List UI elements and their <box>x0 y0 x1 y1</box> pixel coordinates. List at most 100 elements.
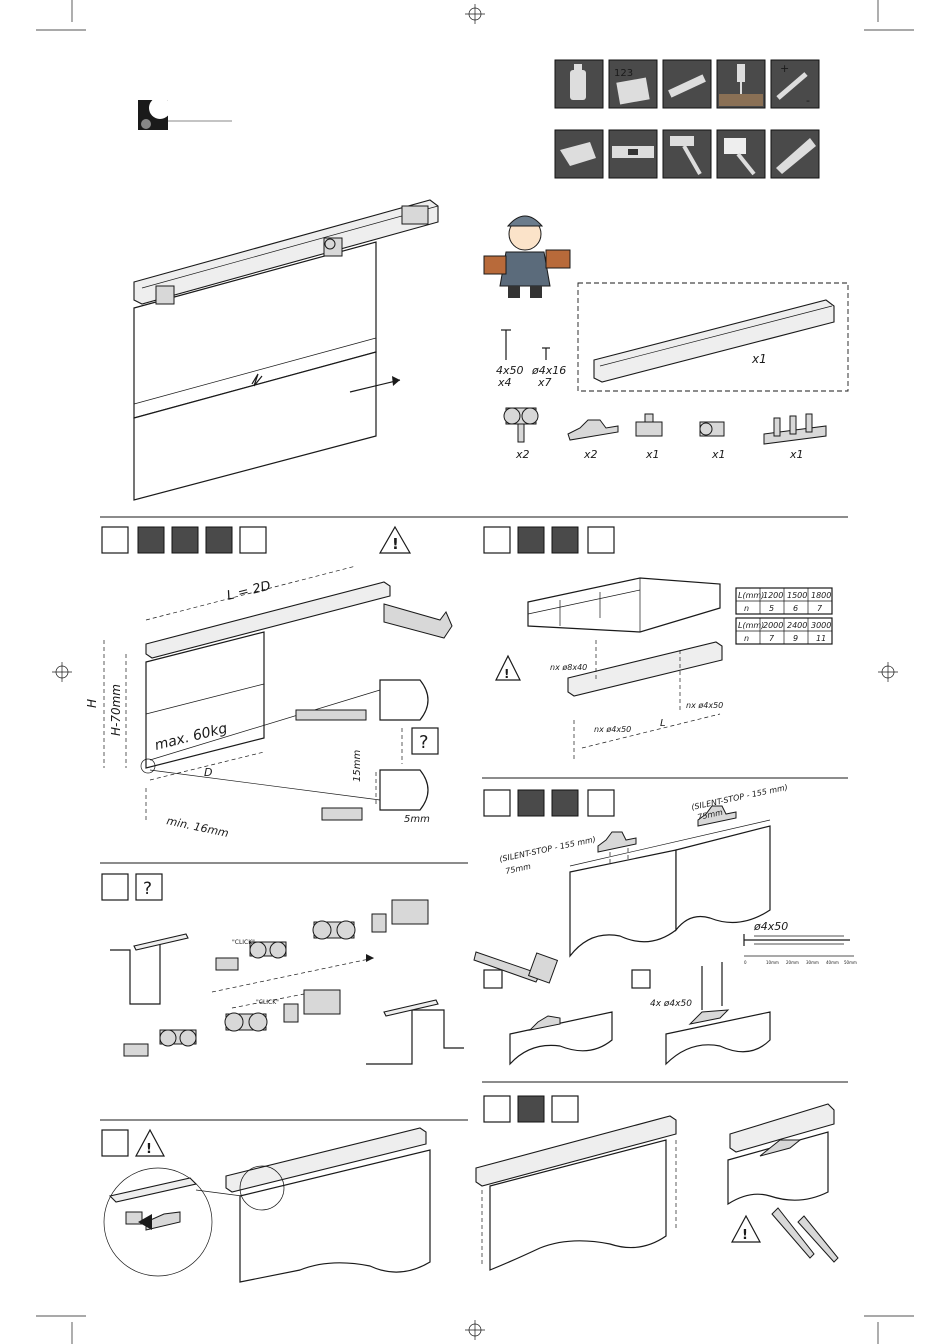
drill-icon <box>554 129 604 179</box>
wrench-icon <box>771 1207 839 1263</box>
length-table-2 <box>735 617 833 645</box>
svg-text:7: 7 <box>817 604 823 613</box>
click-label-2: "CLICK" <box>256 999 279 1006</box>
question-mark-step4: ? <box>143 879 152 899</box>
svg-text:11: 11 <box>816 634 826 643</box>
svg-text:1800: 1800 <box>811 591 831 600</box>
svg-text:30mm: 30mm <box>806 960 819 965</box>
svg-text:40mm: 40mm <box>826 960 839 965</box>
warning-icon <box>730 1214 762 1243</box>
svg-text:5: 5 <box>769 604 774 613</box>
part-qty-2: x2 <box>583 448 598 461</box>
svg-text:1500: 1500 <box>787 591 807 600</box>
screw-short-qty: x7 <box>537 376 552 389</box>
height-label: H <box>85 699 99 708</box>
guide-icon <box>699 421 725 437</box>
screw-scale-detail <box>743 934 854 957</box>
tool-icons: 123 +- <box>554 59 820 179</box>
step6-diagram <box>475 1103 839 1271</box>
brand-logo <box>138 97 232 130</box>
kit-rail-box <box>577 282 849 392</box>
saw-illustration <box>383 603 453 639</box>
step1-diagram <box>103 565 453 821</box>
mallet-icon <box>716 129 766 179</box>
mount-length-label: L <box>660 718 666 729</box>
svg-text:2400: 2400 <box>787 621 807 630</box>
stopper-icon <box>635 413 663 437</box>
screw-short-size: ø4x16 <box>531 364 566 377</box>
part-qty-4: x1 <box>711 448 726 461</box>
warning-symbol-step6: ! <box>742 1228 748 1243</box>
warning-icon <box>378 525 412 554</box>
part-qty-1: x2 <box>515 448 530 461</box>
saw-icon <box>770 129 820 179</box>
rail-height-label: H-70mm <box>109 684 123 736</box>
width-label: D <box>204 766 212 779</box>
gap-5-label: 5mm <box>404 814 430 825</box>
svg-text:1200: 1200 <box>763 591 783 600</box>
length-label: L = 2D <box>225 579 272 604</box>
bracket-icon <box>567 419 619 441</box>
roller-carriage-icon <box>503 407 539 443</box>
step2-header <box>483 526 615 554</box>
anchor-label: nx ø8x40 <box>550 663 587 672</box>
ruler-ticks: 0 10mm 20mm 30mm 40mm 50mm <box>744 960 857 965</box>
svg-text:2000: 2000 <box>763 621 783 630</box>
silent-stop-left: (SILENT-STOP - 155 mm) <box>499 835 597 864</box>
svg-text:50mm: 50mm <box>844 960 857 965</box>
svg-text:L(mm): L(mm) <box>738 591 764 600</box>
step4-diagram <box>110 899 464 1065</box>
rail-quantity: x1 <box>751 352 767 366</box>
screw-long-qty: x4 <box>497 376 512 389</box>
screwdriver-icon <box>716 59 766 109</box>
spirit-level-icon <box>662 59 712 109</box>
svg-text:9: 9 <box>793 634 798 643</box>
length-table-1 <box>735 587 833 615</box>
svg-text:n: n <box>744 604 749 613</box>
step6-header <box>483 1095 579 1123</box>
hammer-illustration <box>473 951 559 984</box>
svg-text:10mm: 10mm <box>766 960 779 965</box>
screw-count-label: 4x ø4x50 <box>650 999 692 1009</box>
offset-left: 75mm <box>505 862 532 876</box>
comb-guide-icon <box>763 413 827 445</box>
svg-text:0: 0 <box>744 960 747 965</box>
svg-text:6: 6 <box>793 604 798 613</box>
svg-text:-: - <box>806 94 810 107</box>
step3-header <box>483 789 615 817</box>
warning-icon <box>495 654 521 681</box>
level-bar-icon <box>608 129 658 179</box>
svg-text:L(mm): L(mm) <box>738 621 764 630</box>
part-qty-3: x1 <box>645 448 660 461</box>
warning-symbol-step2: ! <box>504 667 509 681</box>
screw-label-bottom: nx ø4x50 <box>594 725 631 734</box>
calculator-icon: 123 <box>608 59 658 109</box>
step4-header <box>101 873 163 901</box>
wrench-adjust-icon: +- <box>770 59 820 109</box>
registration-mark-icon <box>52 4 898 1340</box>
hero-door-illustration <box>133 199 439 501</box>
kit-parts <box>503 407 827 445</box>
glue-tube-icon <box>554 59 604 109</box>
click-label-1: "CLICK" <box>232 939 255 946</box>
table-1-text: L(mm) 1200 1500 1800 n 5 6 7 <box>738 591 831 613</box>
svg-text:123: 123 <box>614 68 633 79</box>
min-gap-label: min. 16mm <box>165 814 229 840</box>
svg-text:n: n <box>744 634 749 643</box>
crop-marks <box>36 0 914 1344</box>
screw-icon <box>501 329 550 360</box>
screw-detail-label: ø4x50 <box>753 920 788 933</box>
silent-stop-right: (SILENT-STOP - 155 mm) <box>691 783 789 812</box>
part-qty-5: x1 <box>789 448 804 461</box>
warning-symbol-step5: ! <box>146 1142 152 1157</box>
worker-mascot <box>483 215 571 298</box>
step5-header <box>101 1128 166 1157</box>
warning-symbol-step1: ! <box>392 535 399 553</box>
gap-15-label: 15mm <box>352 750 363 782</box>
screw-label-top: nx ø4x50 <box>686 701 723 710</box>
step1-header <box>101 525 412 554</box>
warning-icon <box>134 1128 166 1157</box>
question-mark-step1: ? <box>419 732 429 753</box>
table-2-text: L(mm) 2000 2400 3000 n 7 9 11 <box>738 621 831 643</box>
svg-text:+: + <box>780 62 789 75</box>
